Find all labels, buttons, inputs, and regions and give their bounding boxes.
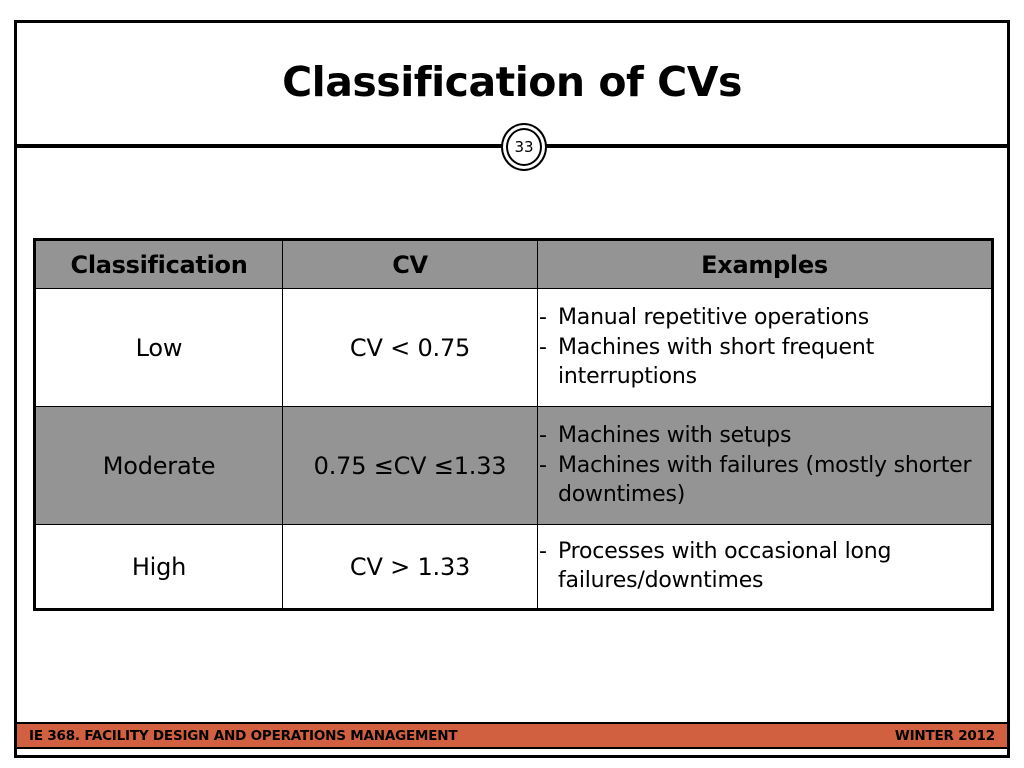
list-item-text: Machines with short frequent interruptio…	[558, 335, 874, 389]
slide-body: Classification CV Examples Low CV < 0.75…	[17, 148, 1007, 755]
list-item: - Manual repetitive operations	[538, 304, 991, 332]
footer-term-label: WINTER 2012	[894, 727, 995, 744]
dash-bullet-icon: -	[539, 423, 547, 449]
table-header-row: Classification CV Examples	[34, 239, 993, 289]
slide-frame: Classification of CVs 33 Classification …	[14, 20, 1010, 758]
dash-bullet-icon: -	[539, 539, 547, 565]
table-row: Moderate 0.75 ≤CV ≤1.33 - Machines with …	[34, 406, 993, 525]
page-number-badge: 33	[501, 123, 547, 171]
table-row: Low CV < 0.75 - Manual repetitive operat…	[34, 288, 993, 407]
list-item-text: Manual repetitive operations	[558, 305, 870, 331]
cell-classification: Moderate	[34, 406, 283, 525]
footer-course-label: IE 368. FACILITY DESIGN AND OPERATIONS M…	[29, 727, 458, 744]
page-title: Classification of CVs	[282, 58, 742, 107]
table-row: High CV > 1.33 - Processes with occasion…	[34, 524, 993, 610]
slide-title-area: Classification of CVs	[17, 23, 1007, 143]
cell-cv-range: CV < 0.75	[282, 288, 538, 407]
cell-cv-range: CV > 1.33	[282, 524, 538, 610]
cv-classification-table: Classification CV Examples Low CV < 0.75…	[33, 238, 994, 611]
dash-bullet-icon: -	[539, 305, 547, 331]
column-header-examples: Examples	[537, 239, 993, 289]
examples-list: - Machines with setups - Machines with f…	[538, 422, 991, 508]
cell-examples: - Manual repetitive operations - Machine…	[537, 288, 993, 407]
examples-list: - Processes with occasional long failure…	[538, 538, 991, 594]
page-number-text: 33	[514, 137, 534, 156]
list-item-text: Machines with failures (mostly shorter d…	[558, 453, 972, 507]
list-item: - Machines with setups	[538, 422, 991, 450]
list-item: - Machines with failures (mostly shorter…	[538, 452, 991, 508]
dash-bullet-icon: -	[539, 453, 547, 479]
cell-classification: Low	[34, 288, 283, 407]
list-item-text: Processes with occasional long failures/…	[558, 539, 892, 593]
list-item-text: Machines with setups	[558, 423, 792, 449]
cell-examples: - Machines with setups - Machines with f…	[537, 406, 993, 525]
column-header-classification: Classification	[34, 239, 283, 289]
page-number-badge-inner-ring: 33	[506, 128, 542, 166]
column-header-cv: CV	[282, 239, 538, 289]
cell-cv-range: 0.75 ≤CV ≤1.33	[282, 406, 538, 525]
list-item: - Processes with occasional long failure…	[538, 538, 991, 594]
list-item: - Machines with short frequent interrupt…	[538, 334, 991, 390]
slide-footer-bar: IE 368. FACILITY DESIGN AND OPERATIONS M…	[17, 722, 1007, 749]
cell-examples: - Processes with occasional long failure…	[537, 524, 993, 610]
examples-list: - Manual repetitive operations - Machine…	[538, 304, 991, 390]
dash-bullet-icon: -	[539, 335, 547, 361]
cell-classification: High	[34, 524, 283, 610]
